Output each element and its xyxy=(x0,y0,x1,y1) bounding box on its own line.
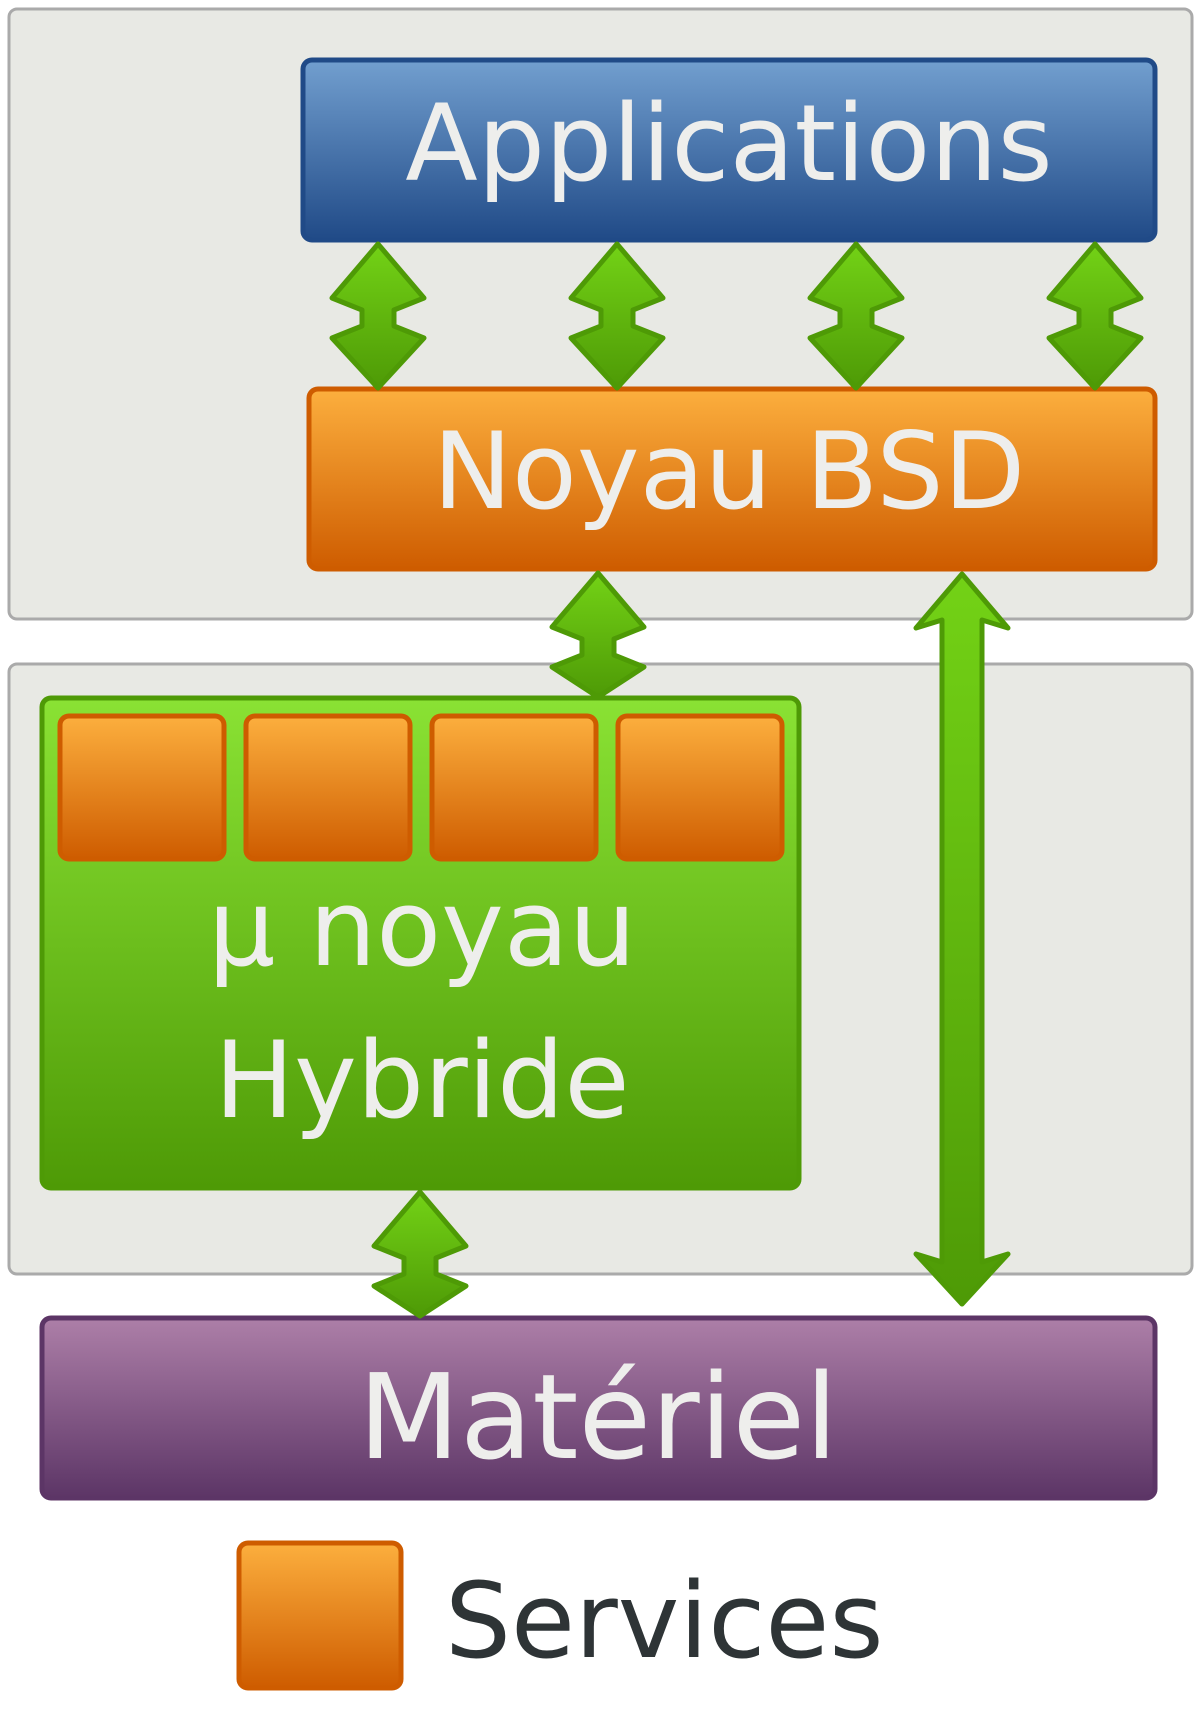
service-block xyxy=(615,713,785,862)
bsd-kernel-box: Noyau BSD xyxy=(306,386,1158,572)
service-block xyxy=(429,713,599,862)
applications-box: Applications xyxy=(300,57,1158,243)
microkernel-label-line2: Hybride xyxy=(214,1019,629,1142)
legend-label: Services xyxy=(445,1560,884,1682)
service-blocks xyxy=(57,713,785,862)
double-arrow-icon xyxy=(807,241,905,391)
double-arrow-icon xyxy=(568,241,666,391)
hardware-label: Matériel xyxy=(358,1348,838,1486)
applications-label: Applications xyxy=(405,82,1053,205)
microkernel-label-line1: µ noyau xyxy=(208,867,636,990)
legend: Services xyxy=(236,1540,884,1691)
double-arrow-icon xyxy=(371,1189,469,1319)
double-arrow-icon xyxy=(329,241,427,391)
double-arrow-icon xyxy=(1046,241,1144,391)
long-double-arrow-icon xyxy=(913,571,1011,1307)
bsd-kernel-label: Noyau BSD xyxy=(433,410,1025,533)
hybrid-microkernel-box: µ noyau Hybride xyxy=(39,695,802,1191)
service-block xyxy=(57,713,227,862)
double-arrow-icon xyxy=(549,570,647,700)
arrows-applications-bsd xyxy=(329,241,1144,391)
hardware-box: Matériel xyxy=(39,1315,1158,1501)
service-block xyxy=(243,713,413,862)
legend-service-swatch xyxy=(236,1540,404,1691)
